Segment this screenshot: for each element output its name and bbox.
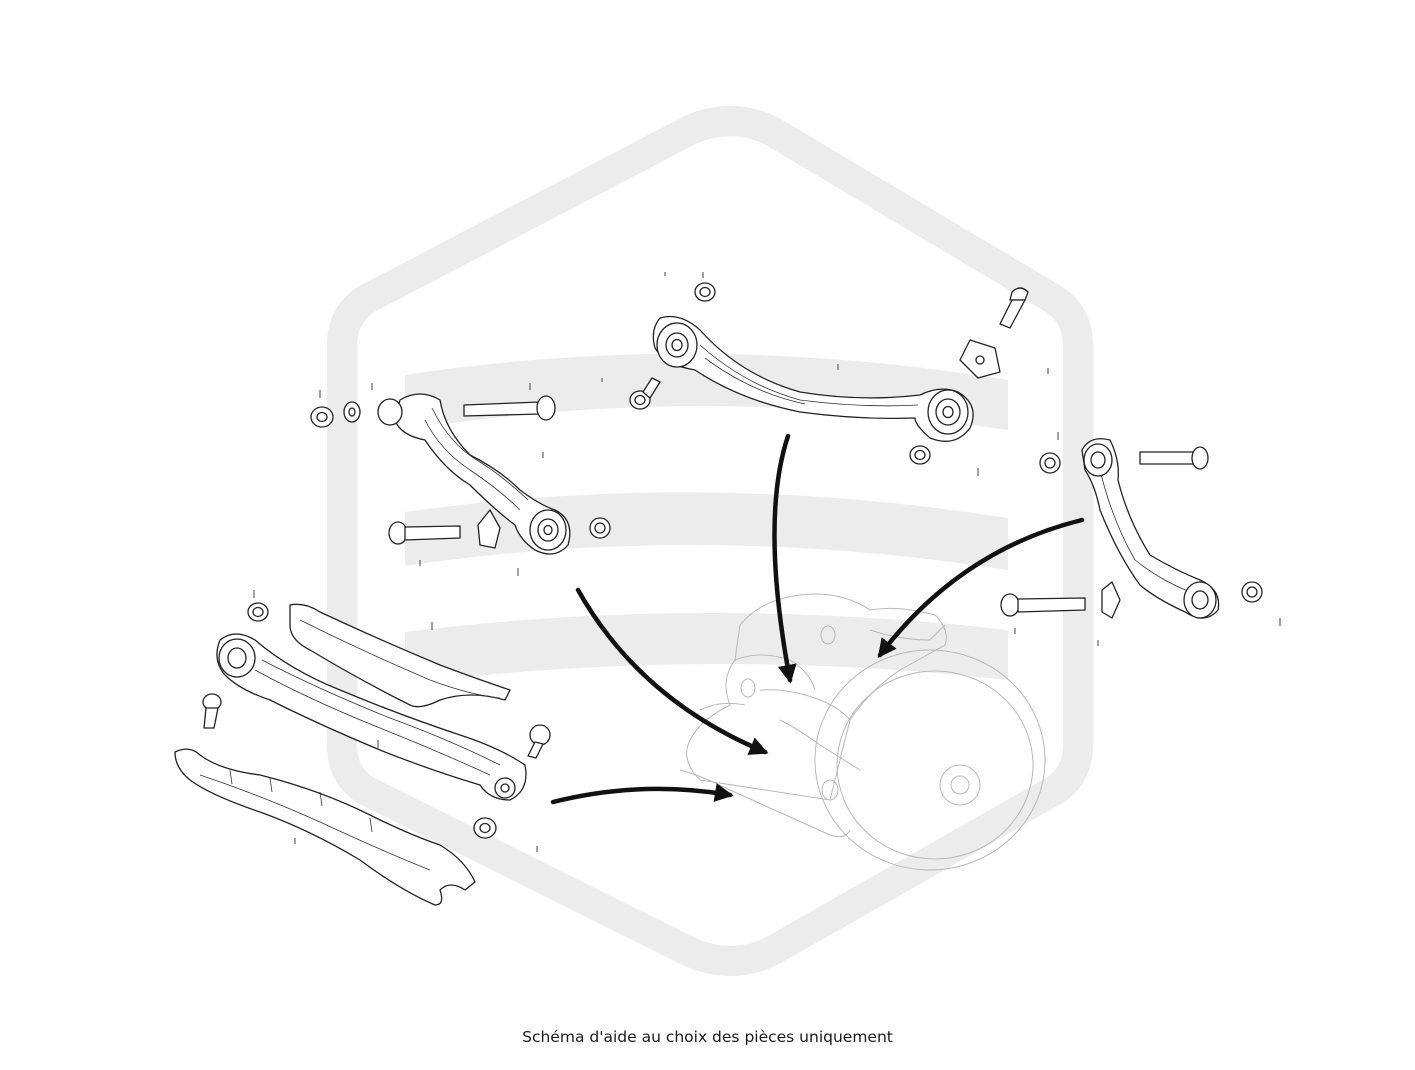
upper-front-control-arm — [377, 393, 571, 555]
bolt-icon — [629, 377, 661, 410]
arrow-icon — [772, 433, 797, 684]
nut-icon — [589, 517, 611, 539]
watermark-logo — [327, 106, 1093, 976]
trailing-control-arm — [1081, 438, 1220, 619]
bolt-icon — [527, 724, 551, 759]
bolt-icon — [1000, 593, 1086, 617]
bolt-icon — [999, 287, 1029, 329]
upper-cover-shield — [289, 603, 511, 708]
reference-ticks — [253, 272, 1281, 852]
nut-icon — [473, 817, 497, 839]
nut-icon — [909, 445, 931, 465]
upper-rear-control-arm — [652, 315, 974, 442]
bolt-icon — [1139, 446, 1209, 470]
arrow-icon — [877, 517, 1085, 659]
diagram-caption: Schéma d'aide au choix des pièces unique… — [522, 1028, 893, 1046]
lower-cover-shield — [174, 748, 476, 906]
nut-icon — [310, 406, 334, 428]
bolt-icon — [388, 521, 461, 545]
nut-icon — [1039, 452, 1061, 474]
nut-icon — [247, 602, 269, 622]
nut-icon — [694, 282, 716, 302]
washer-icon — [1101, 581, 1121, 619]
arrow-icon — [550, 783, 734, 805]
washer-icon — [477, 509, 501, 549]
washer-icon — [343, 401, 361, 423]
washer-icon — [959, 339, 1001, 379]
wheel-hub-assembly — [679, 593, 1046, 871]
bolt-icon — [202, 693, 222, 729]
arrow-icon — [575, 587, 769, 755]
lower-control-arm — [216, 633, 527, 801]
bolt-icon — [463, 395, 556, 421]
nut-icon — [1241, 581, 1263, 603]
